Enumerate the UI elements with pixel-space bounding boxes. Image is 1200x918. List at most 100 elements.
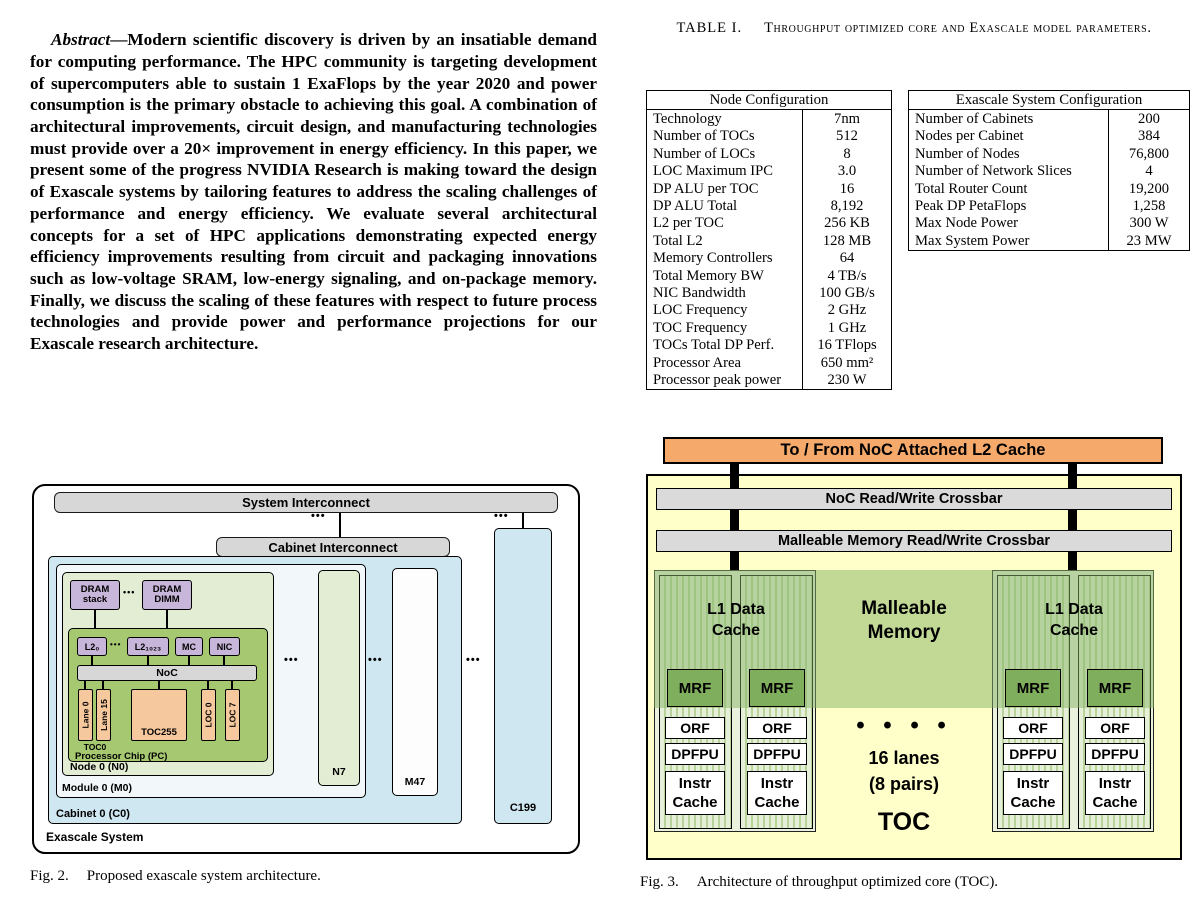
connector-bar [730,552,739,570]
param-name: Peak DP PetaFlops [915,197,1027,214]
figure3-caption: Fig. 3. Architecture of throughput optimi… [640,874,998,891]
nic-box: NIC [209,637,240,656]
connector-line [84,681,86,689]
lane-count-label: 16 lanes [868,748,940,768]
noc-crossbar: NoC Read/Write Crossbar [656,488,1172,510]
c199-label: C199 [509,802,537,814]
param-value: 4 [1108,162,1190,181]
param-value: 300 W [1108,214,1190,233]
l2-first-box: L2₀ [77,637,107,656]
loc7-box: LOC 7 [225,689,240,741]
loc0-label: LOC 0 [203,702,214,728]
system-interconnect-bar: System Interconnect [54,492,558,513]
node-config-header: Node Configuration [646,89,892,111]
param-value: 19,200 [1108,180,1190,198]
connector-line [158,681,160,689]
figure3-caption-label: Fig. 3. [640,874,679,890]
dram-stack-box: DRAM stack [70,580,120,610]
instr-cache-box: Instr Cache [1085,771,1145,815]
processor-chip-label: Processor Chip (PC) [75,751,168,762]
param-name: Processor Area [653,354,741,371]
lane0-label: Lane 0 [80,701,91,729]
node0-label: Node 0 (N0) [70,761,129,773]
lane15-box: Lane 15 [96,689,111,741]
param-value: 200 [1108,109,1190,128]
toc255-box: TOC255 [131,689,187,741]
dpfpu-box: DPFPU [1003,743,1063,765]
mrf-box: MRF [1087,669,1143,707]
m47-box [392,568,438,796]
table-row: Number of Nodes 76,800 [909,145,1190,163]
param-value: 64 [802,249,892,268]
ellipsis-dots: ••• [494,510,509,522]
dram-dimm-box: DRAM DIMM [142,580,192,610]
param-name: Number of LOCs [653,145,756,162]
connector-line [147,656,149,665]
table-row: TOCs Total DP Perf.16 TFlops [647,336,892,355]
table-row: Max Node Power 300 W [909,214,1190,233]
mrf-box: MRF [1005,669,1061,707]
param-name: LOC Frequency [653,302,748,319]
dpfpu-box: DPFPU [747,743,807,765]
lane-pairs-label: (8 pairs) [868,774,940,794]
table1-title: Throughput optimized core and Exascale m… [764,20,1152,36]
loc7-label: LOC 7 [227,702,238,728]
param-value: 16 [802,180,892,198]
lane15-label: Lane 15 [98,699,109,731]
param-name: DP ALU Total [653,197,738,214]
figure2-caption-label: Fig. 2. [30,868,69,884]
param-value: 1 GHz [802,319,892,337]
param-value: 3.0 [802,162,892,181]
table1-caption: TABLE I.Throughput optimized core and Ex… [640,20,1188,37]
param-value: 384 [1108,127,1190,146]
mrf-box: MRF [749,669,805,707]
exascale-config-table: Exascale System Configuration Number of … [908,89,1190,251]
l2-last-box: L2₁₀₂₃ [127,637,169,656]
module0-label: Module 0 (M0) [62,782,132,794]
connector-line [223,656,225,665]
param-name: L2 per TOC [653,215,724,232]
param-value: 8,192 [802,197,892,215]
param-value: 76,800 [1108,145,1190,163]
mc-box: MC [175,637,203,656]
param-name: Number of Nodes [915,145,1020,162]
param-name: Processor peak power [653,372,782,388]
ellipsis-dots: ••• [110,640,122,649]
param-name: Number of Cabinets [915,110,1034,127]
param-value: 4 TB/s [802,267,892,285]
table-row: Nodes per Cabinet 384 [909,127,1190,146]
param-value: 23 MW [1108,232,1190,251]
param-value: 8 [802,145,892,163]
n7-label: N7 [332,766,346,778]
param-name: Technology [653,110,722,127]
connector-line [188,656,190,665]
ellipsis-dots: ••• [284,654,299,666]
instr-cache-box: Instr Cache [665,771,725,815]
param-value: 128 MB [802,232,892,250]
ellipsis-dots: ••• [368,654,383,666]
ellipsis-dots: ••• [311,510,326,522]
toc0-label: TOC0 [83,742,107,752]
param-name: Max Node Power [915,215,1018,232]
c199-box [494,528,552,824]
orf-box: ORF [665,717,725,739]
param-name: LOC Maximum IPC [653,163,773,180]
connector-bar [730,464,739,488]
figure3-caption-text: Architecture of throughput optimized cor… [696,874,999,890]
param-value: 256 KB [802,214,892,233]
abstract: Abstract—Modern scientific discovery is … [30,29,597,355]
connector-line [522,513,524,529]
param-name: Nodes per Cabinet [915,128,1024,145]
toc-label: TOC [877,808,931,836]
connector-bar [1068,552,1077,570]
